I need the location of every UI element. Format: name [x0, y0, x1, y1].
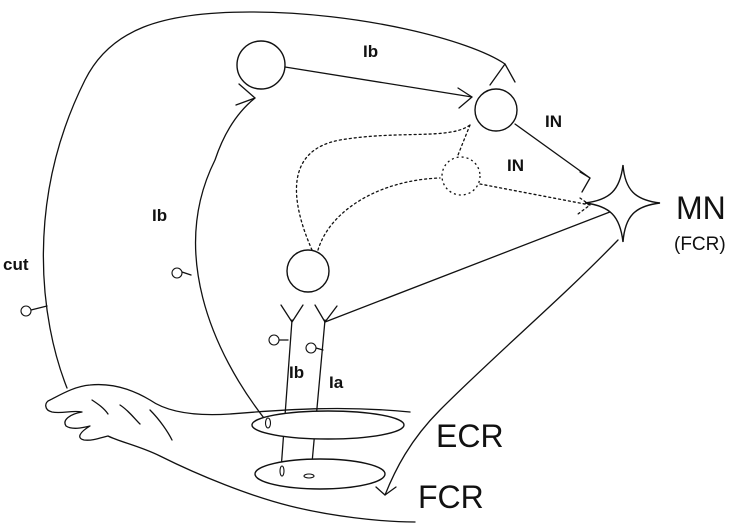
ib-top-connection [284, 66, 473, 98]
ib-left-afferent [195, 97, 268, 423]
top-left-interneuron [236, 40, 286, 90]
ecr-muscle [251, 410, 405, 440]
arm-detail-1 [119, 404, 141, 425]
cut-synapse [489, 63, 516, 86]
label-ib-bottom: Ib [289, 363, 304, 382]
ib-bottom-synapse [280, 304, 304, 323]
cutaneous-afferent-path [42, 11, 506, 389]
label-fcr: FCR [418, 479, 484, 515]
arm-detail-2 [149, 409, 173, 441]
fcr-receptor-ib [279, 465, 285, 477]
label-mn-sub: (FCR) [674, 234, 726, 255]
ib-bottom-ganglion [268, 334, 280, 346]
in-lower-synapse [577, 197, 592, 215]
label-ecr: ECR [436, 418, 504, 454]
arm-detail-3 [91, 399, 109, 415]
fcr-muscle [254, 458, 386, 490]
dotted-path-1 [295, 124, 471, 251]
interneuron-lower [441, 156, 481, 196]
label-ib-top: Ib [363, 42, 378, 61]
label-ib-left: Ib [152, 206, 167, 225]
ecr-receptor [264, 417, 272, 429]
ib-top-synapse [457, 87, 473, 109]
motoneuron-star [584, 164, 661, 243]
label-in-lower: IN [507, 156, 524, 175]
label-in-upper: IN [545, 112, 562, 131]
in-lower-to-mn [479, 183, 591, 206]
ia-afferent [310, 319, 326, 475]
label-ia: Ia [329, 373, 344, 392]
in-upper-synapse [579, 171, 591, 193]
cut-tick [30, 305, 48, 311]
label-mn: MN [676, 190, 726, 226]
dotted-path-2 [457, 124, 471, 156]
ib-bottom-afferent [280, 319, 293, 471]
fcr-receptor-ia [303, 473, 315, 479]
motor-endplate [375, 486, 397, 496]
ia-ganglion [305, 342, 317, 354]
ia-top-synapse [314, 304, 338, 323]
ia-tick [315, 347, 324, 351]
ia-branch-to-mn [324, 209, 616, 323]
interneuron-bottom [286, 249, 330, 293]
dotted-path-3 [317, 177, 441, 251]
label-cut: cut [3, 255, 29, 274]
interneuron-upper [474, 88, 518, 132]
in-upper-to-mn [514, 123, 591, 179]
ib-left-ganglion [171, 267, 183, 279]
cut-ganglion [20, 305, 32, 317]
arm-outline [45, 383, 416, 523]
ib-left-tick [181, 271, 192, 276]
ib-left-synapse [235, 83, 256, 106]
motor-axon [384, 239, 619, 496]
